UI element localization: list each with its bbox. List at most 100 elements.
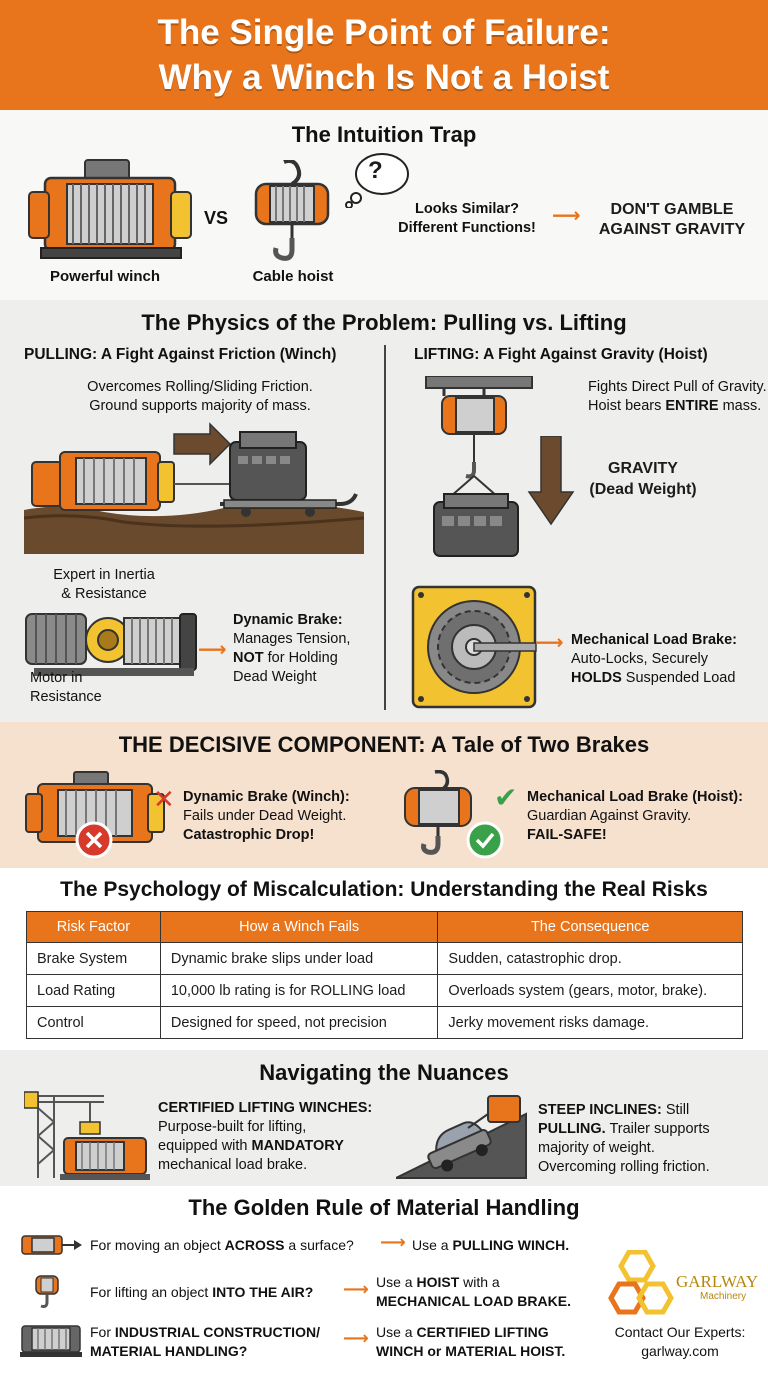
arrow-right-icon: ⟶	[552, 205, 581, 227]
golden-rule-1-question: For moving an object ACROSS a surface?	[90, 1236, 354, 1255]
golden-rule-3-question: For INDUSTRIAL CONSTRUCTION/ MATERIAL HA…	[90, 1323, 320, 1361]
brand-name: GARLWAY	[676, 1272, 759, 1291]
gravity-label: GRAVITY (Dead Weight)	[578, 458, 708, 500]
contact-link[interactable]: garlway.com	[641, 1343, 719, 1359]
table-row: Control Designed for speed, not precisio…	[26, 1006, 743, 1039]
header-banner: The Single Point of Failure: Why a Winch…	[0, 0, 768, 110]
hoist-lift-illustration	[425, 376, 533, 557]
psychology-title: The Psychology of Miscalculation: Unders…	[60, 878, 708, 901]
arrow-right-icon: ⟶	[343, 1328, 369, 1348]
gravity-line2: (Dead Weight)	[589, 481, 697, 498]
motor-line2: Resistance	[30, 689, 102, 705]
hoist-brake-line3: FAIL-SAFE!	[527, 827, 607, 843]
green-check-icon: ✔	[494, 782, 518, 813]
question-mark: ?	[368, 157, 383, 184]
pulling-description: Overcomes Rolling/Sliding Friction. Grou…	[40, 378, 360, 416]
pulling-desc-line2: Ground supports majority of mass.	[89, 398, 311, 414]
mechanical-brake-text: Mechanical Load Brake: Auto-Locks, Secur…	[571, 631, 761, 688]
rule2-use-pre: Use a	[376, 1274, 413, 1290]
hoist-illustration	[254, 160, 330, 261]
table-cell: Load Rating	[26, 974, 161, 1007]
rule2-use-bold: HOIST	[416, 1274, 460, 1290]
motor-text: Motor in Resistance	[30, 669, 150, 707]
column-header: How a Winch Fails	[159, 911, 439, 943]
arrow-right-icon: ⟶	[198, 639, 227, 661]
vs-label: VS	[204, 208, 229, 228]
table-cell: Dynamic brake slips under load	[159, 942, 439, 975]
rule3-pre: For	[90, 1324, 111, 1340]
table-cell: Overloads system (gears, motor, brake).	[437, 974, 743, 1007]
hoist-label: Cable hoist	[252, 268, 334, 285]
steep-inclines-line4: Overcoming rolling friction.	[538, 1159, 710, 1175]
mechanical-brake-line2: Suspended Load	[625, 670, 736, 686]
rule3-use-pre: Use a	[376, 1324, 413, 1340]
steep-inclines-title: STEEP INCLINES:	[538, 1102, 662, 1118]
table-row: Brake System Dynamic brake slips under l…	[26, 942, 743, 975]
dynamic-brake-line1: Manages Tension,	[233, 631, 351, 647]
table-row: Load Rating 10,000 lb rating is for ROLL…	[26, 974, 743, 1007]
rule2-bold: INTO THE AIR?	[212, 1284, 314, 1300]
steep-inclines-line3: majority of weight.	[538, 1140, 655, 1156]
steep-inclines-text: STEEP INCLINES: Still PULLING. Trailer s…	[538, 1101, 763, 1177]
small-lifting-winch-icon	[20, 1325, 82, 1357]
golden-rule-2-question: For lifting an object INTO THE AIR?	[90, 1283, 313, 1302]
golden-rule-1-answer: Use a PULLING WINCH.	[412, 1236, 569, 1255]
certified-winches-line3: mechanical load brake.	[158, 1157, 308, 1173]
physics-title: The Physics of the Problem: Pulling vs. …	[141, 310, 627, 335]
pulling-desc-line1: Overcomes Rolling/Sliding Friction.	[87, 379, 313, 395]
rule2-use-line2: MECHANICAL LOAD BRAKE.	[376, 1293, 571, 1309]
lifting-heading: LIFTING: A Fight Against Gravity (Hoist)	[414, 346, 708, 363]
rule3-bold-line1: INDUSTRIAL CONSTRUCTION/	[114, 1324, 320, 1340]
steep-inclines-line1: Still	[665, 1102, 690, 1118]
page-title-line2: Why a Winch Is Not a Hoist	[158, 58, 610, 97]
arrow-right-icon: ⟶	[380, 1232, 406, 1252]
rule3-use-bold: CERTIFIED LIFTING	[416, 1324, 549, 1340]
mechanical-brake-bold: HOLDS	[571, 670, 622, 686]
winch-label: Powerful winch	[49, 268, 160, 285]
small-hoist-icon	[35, 1275, 59, 1308]
certified-winches-title: CERTIFIED LIFTING WINCHES:	[158, 1100, 373, 1116]
decisive-title: THE DECISIVE COMPONENT: A Tale of Two Br…	[118, 732, 650, 757]
rule1-use-bold: PULLING WINCH.	[452, 1237, 570, 1253]
rule3-bold-line2: MATERIAL HANDLING?	[90, 1343, 248, 1359]
load-brake-illustration	[411, 585, 537, 709]
similar-line1: Looks Similar?	[415, 201, 519, 217]
intuition-title: The Intuition Trap	[291, 122, 477, 147]
rule2-use-post: with a	[463, 1274, 500, 1290]
hoist-brake-text: Mechanical Load Brake (Hoist): Guardian …	[527, 788, 767, 845]
table-cell: Designed for speed, not precision	[159, 1006, 439, 1039]
incline-tow-illustration	[396, 1095, 527, 1179]
gravity-arrow-icon	[527, 436, 575, 526]
table-cell: Control	[26, 1006, 161, 1039]
winch-brake-line1: Dynamic Brake (Winch):	[183, 789, 350, 805]
golden-rule-2-answer: Use a HOIST with a MECHANICAL LOAD BRAKE…	[376, 1273, 571, 1311]
table-cell: Sudden, catastrophic drop.	[437, 942, 743, 975]
page-title-line1: The Single Point of Failure:	[157, 13, 611, 52]
rule1-pre: For moving an object	[90, 1237, 221, 1253]
mechanical-brake-line1: Auto-Locks, Securely	[571, 651, 709, 667]
expert-line2: & Resistance	[61, 586, 147, 602]
column-header: The Consequence	[437, 911, 743, 943]
contact-line1: Contact Our Experts:	[614, 1324, 746, 1340]
failing-winch-illustration	[25, 771, 165, 859]
dynamic-brake-line3: Dead Weight	[233, 669, 317, 685]
warning-line2: AGAINST GRAVITY	[598, 221, 746, 238]
crane-winch-illustration	[24, 1091, 150, 1180]
table-header-row: Risk Factor How a Winch Fails The Conseq…	[26, 911, 743, 943]
column-header: Risk Factor	[26, 911, 161, 943]
rule3-use-line2: WINCH or MATERIAL HOIST.	[376, 1343, 566, 1359]
warning-text: DON'T GAMBLE AGAINST GRAVITY	[592, 200, 752, 240]
table-cell: 10,000 lb rating is for ROLLING load	[159, 974, 439, 1007]
lifting-description: Fights Direct Pull of Gravity. Hoist bea…	[588, 378, 768, 416]
expert-line1: Expert in Inertia	[53, 567, 155, 583]
dynamic-brake-line2: for Holding	[267, 650, 338, 666]
steep-inclines-pulling: PULLING.	[538, 1121, 606, 1137]
hoist-brake-line2: Guardian Against Gravity.	[527, 808, 692, 824]
certified-winches-text: CERTIFIED LIFTING WINCHES: Purpose-built…	[158, 1099, 388, 1175]
column-divider	[384, 345, 386, 710]
expert-text: Expert in Inertia & Resistance	[34, 566, 174, 604]
rule1-use: Use a	[412, 1237, 449, 1253]
red-x-icon: ✕	[153, 784, 175, 814]
golden-rule-title: The Golden Rule of Material Handling	[188, 1195, 580, 1220]
rule2-pre: For lifting an object	[90, 1284, 209, 1300]
